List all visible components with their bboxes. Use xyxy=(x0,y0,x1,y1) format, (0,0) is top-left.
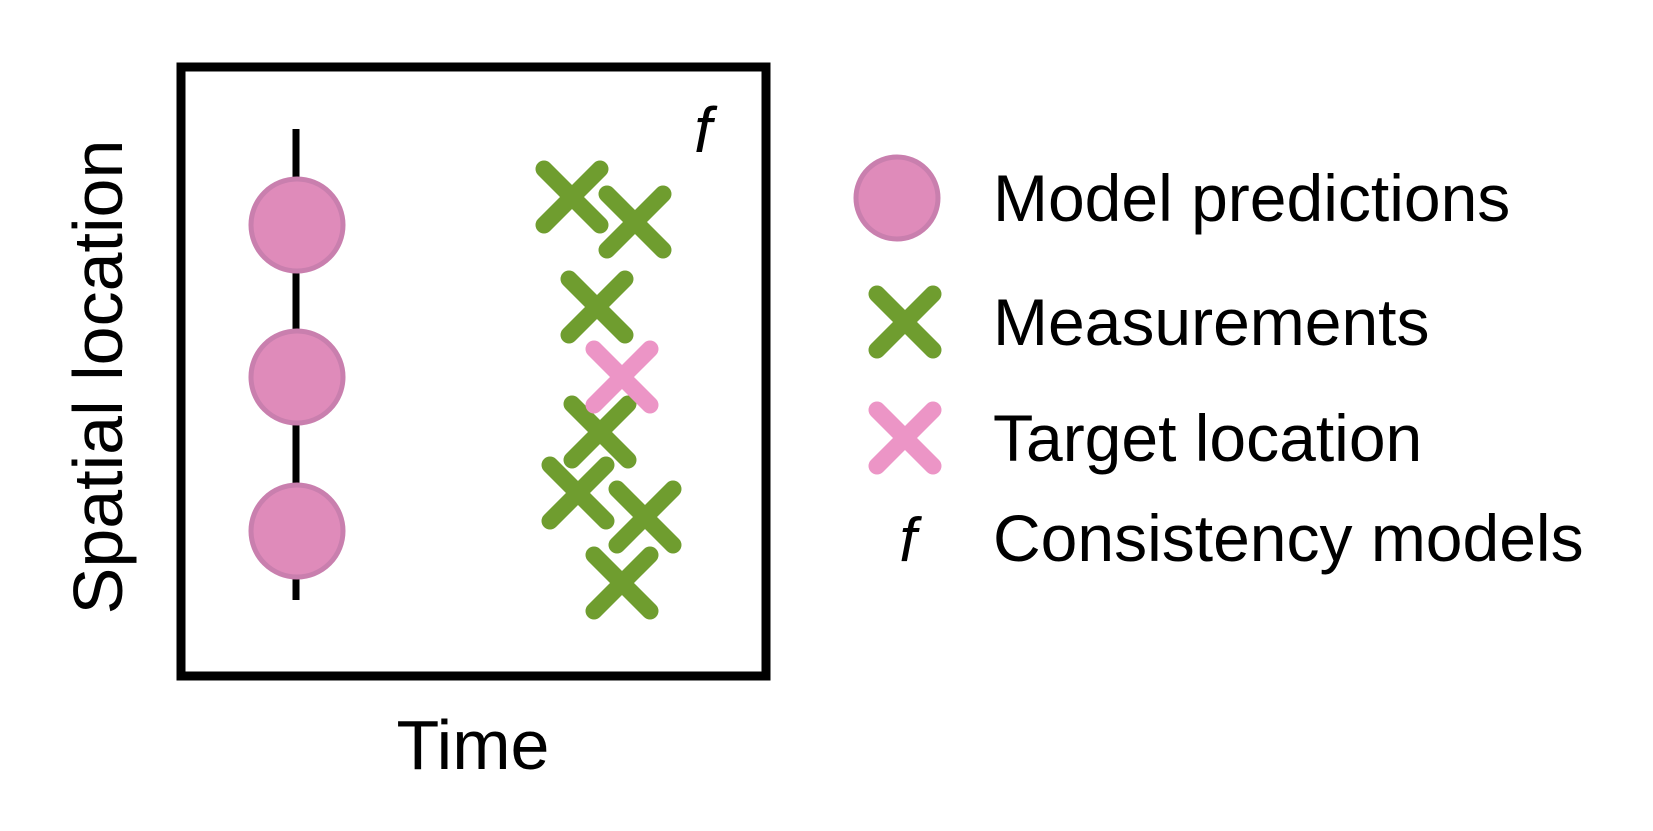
plot-frame xyxy=(176,62,771,681)
x-axis-label: Time xyxy=(397,706,550,784)
target-location-group xyxy=(585,340,659,414)
model-prediction-circle-marker xyxy=(248,482,346,580)
legend-target-location-cross-icon xyxy=(868,401,942,475)
legend-measurements-cross-icon xyxy=(868,285,942,359)
measurement-cross-marker xyxy=(585,546,659,620)
legend-label: Consistency models xyxy=(993,501,1584,575)
legend-model-predictions-circle-icon xyxy=(853,154,941,242)
measurement-cross-marker xyxy=(608,480,682,554)
legend-row: Measurements xyxy=(868,285,1430,359)
measurement-cross-marker xyxy=(541,456,615,530)
legend-label: Measurements xyxy=(993,285,1430,359)
measurement-cross-marker xyxy=(598,185,672,259)
legend-label: Target location xyxy=(993,401,1422,475)
model-prediction-circle-marker xyxy=(248,176,346,274)
measurements-group xyxy=(535,160,682,620)
model-predictions-group xyxy=(248,176,346,580)
y-axis-label: Spatial location xyxy=(59,140,137,615)
legend-label: Model predictions xyxy=(993,161,1510,235)
legend-consistency-models-f-symbol: f xyxy=(899,506,922,575)
model-prediction-circle-marker xyxy=(248,328,346,426)
function-label: f xyxy=(694,94,718,166)
measurement-cross-marker xyxy=(560,270,634,344)
measurement-cross-marker xyxy=(535,160,609,234)
target-location-cross-marker xyxy=(585,340,659,414)
legend-row: Target location xyxy=(868,401,1422,475)
legend-row: Model predictions xyxy=(853,154,1510,242)
legend-row: f Consistency models xyxy=(899,501,1583,575)
measurement-cross-marker xyxy=(563,395,637,469)
